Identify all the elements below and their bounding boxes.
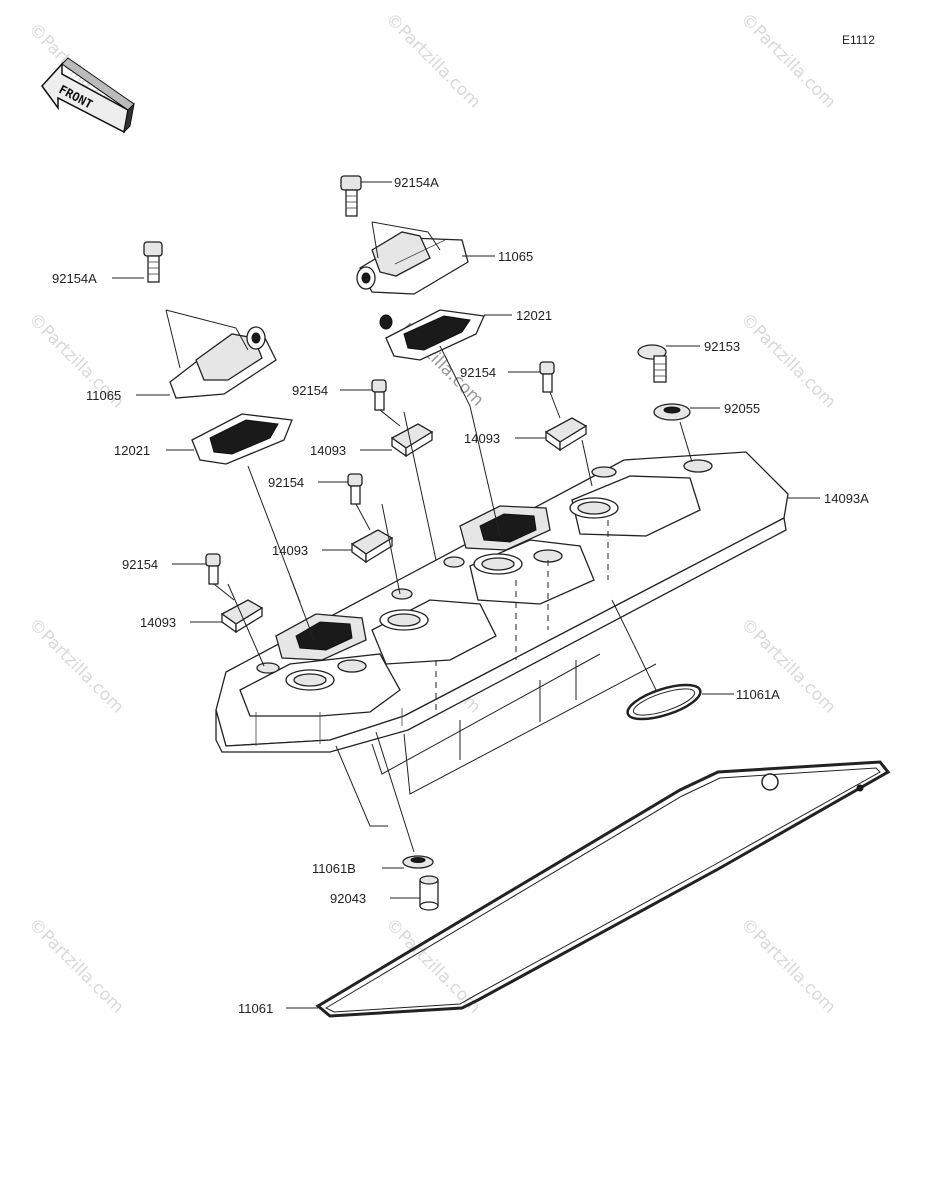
- watermark: ©Partzilla.com: [381, 9, 484, 112]
- bolt-92154a-top: [340, 175, 362, 217]
- callout-92043: 92043: [330, 891, 366, 906]
- callout-92154-mid: 92154: [460, 365, 496, 380]
- cover-gasket-11061: [315, 760, 891, 1018]
- callout-92154-upper: 92154: [292, 383, 328, 398]
- damper-14093-mid: [544, 417, 588, 452]
- bolt-92154a-left: [143, 241, 163, 283]
- damper-14093-bottom: [220, 599, 264, 634]
- callout-12021-right: 12021: [516, 308, 552, 323]
- callout-92055: 92055: [724, 401, 760, 416]
- watermark: ©Partzilla.com: [24, 614, 127, 717]
- callout-14093a: 14093A: [824, 491, 869, 506]
- washer-92055: [653, 403, 691, 421]
- breather-cover-11065-top: [356, 231, 469, 295]
- collar-92043: [419, 875, 439, 911]
- watermark: ©Partzilla.com: [736, 914, 839, 1017]
- watermark: ©Partzilla.com: [736, 9, 839, 112]
- breather-cover-11065-left: [169, 326, 277, 399]
- seal-11061a: [626, 683, 702, 721]
- callout-14093-upper: 14093: [310, 443, 346, 458]
- watermark: ©Partzilla.com: [736, 614, 839, 717]
- callout-11061: 11061: [238, 1001, 273, 1016]
- gasket-11061b: [402, 855, 434, 869]
- bolt-92154-mid: [539, 361, 555, 393]
- callout-92154a-top: 92154A: [394, 175, 439, 190]
- callout-12021-left: 12021: [114, 443, 150, 458]
- callout-14093-bottom: 14093: [140, 615, 176, 630]
- callout-92153: 92153: [704, 339, 740, 354]
- bolt-92154-upper: [371, 379, 387, 411]
- damper-14093-low: [350, 529, 394, 564]
- gasket-12021-top: [379, 309, 485, 361]
- callout-92154a-left: 92154A: [52, 271, 97, 286]
- callout-11061a: 11061A: [736, 687, 780, 702]
- watermark: ©Partzilla.com: [24, 914, 127, 1017]
- callout-14093-mid: 14093: [464, 431, 500, 446]
- watermark: ©Partzilla.com: [736, 309, 839, 412]
- bolt-92154-lowa: [347, 473, 363, 505]
- callout-11065-right: 11065: [498, 249, 533, 264]
- front-arrow-icon: FRONT: [41, 57, 135, 134]
- callout-11061b: 11061B: [312, 861, 356, 876]
- callout-labels: 92154A 11065 92154A 12021 92153 92154 11…: [52, 175, 869, 1016]
- callout-92154-lowb: 92154: [122, 557, 158, 572]
- callout-14093-low: 14093: [272, 543, 308, 558]
- gasket-12021-left: [191, 413, 293, 465]
- callout-92154-lowa: 92154: [268, 475, 304, 490]
- cylinder-head-cover-14093a: [215, 451, 789, 753]
- diagram-code: E1112: [842, 33, 875, 47]
- bolt-92154-lowb: [205, 553, 221, 585]
- callout-11065-left: 11065: [86, 388, 121, 403]
- bolt-92153: [637, 344, 667, 383]
